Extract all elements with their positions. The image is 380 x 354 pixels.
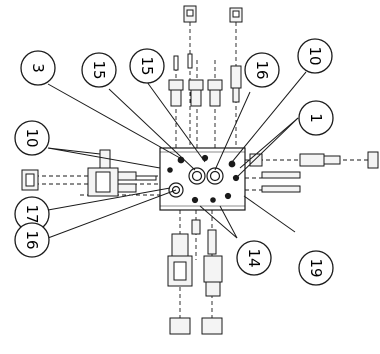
- callout-19: 19: [298, 250, 334, 286]
- top-valve-d: [230, 65, 242, 89]
- callout-15-a-label: 15: [90, 60, 108, 79]
- callout-19-label: 19: [307, 258, 325, 277]
- callout-10-a: 10: [297, 38, 333, 74]
- callout-15-b-label: 15: [138, 56, 156, 75]
- callout-16-a-label: 16: [253, 60, 271, 79]
- top-fitting-c: [207, 79, 223, 91]
- callout-3-label: 3: [29, 63, 47, 73]
- top-fitting-b: [188, 79, 204, 91]
- callout-10-b: 10: [14, 120, 50, 156]
- port-small-c: [228, 160, 236, 168]
- left-fitting-a: [117, 171, 137, 181]
- callout-1: 1: [298, 100, 334, 136]
- callout-10-a-label: 10: [306, 46, 324, 65]
- callout-17-label: 17: [23, 204, 41, 223]
- port-small-e: [224, 192, 232, 200]
- right-components: [249, 151, 379, 193]
- bottom-fitting-a: [171, 233, 189, 257]
- callout-15-a: 15: [81, 52, 117, 88]
- bottom-valve-b: [203, 255, 223, 283]
- right-screw-b: [261, 185, 301, 193]
- callout-16-b: 16: [14, 222, 50, 258]
- port-small-f: [191, 196, 199, 204]
- callout-14-label: 14: [245, 248, 263, 267]
- top-fitting-a: [168, 79, 184, 91]
- right-screw-a: [261, 171, 301, 179]
- left-fitting-b: [117, 183, 137, 193]
- top-components: [168, 5, 243, 107]
- left-components: [21, 149, 157, 197]
- callout-3: 3: [20, 50, 56, 86]
- bottom-plug-a: [169, 317, 191, 335]
- right-fitting-a: [299, 153, 325, 167]
- callout-14: 14: [236, 240, 272, 276]
- callout-10-b-label: 10: [23, 128, 41, 147]
- callout-16-b-label: 16: [23, 230, 41, 249]
- bottom-plug-b: [201, 317, 223, 335]
- callout-15-b: 15: [129, 48, 165, 84]
- leader-lines: [47, 71, 307, 239]
- manifold-block: [159, 147, 246, 211]
- port-small-h: [210, 197, 216, 203]
- right-plug: [367, 151, 379, 169]
- port-small-g: [167, 167, 173, 173]
- callout-16-a: 16: [244, 52, 280, 88]
- callout-1-label: 1: [307, 113, 325, 123]
- callouts: 3 15 15 16 10 1 10 17: [14, 38, 334, 286]
- bottom-components: [167, 219, 223, 335]
